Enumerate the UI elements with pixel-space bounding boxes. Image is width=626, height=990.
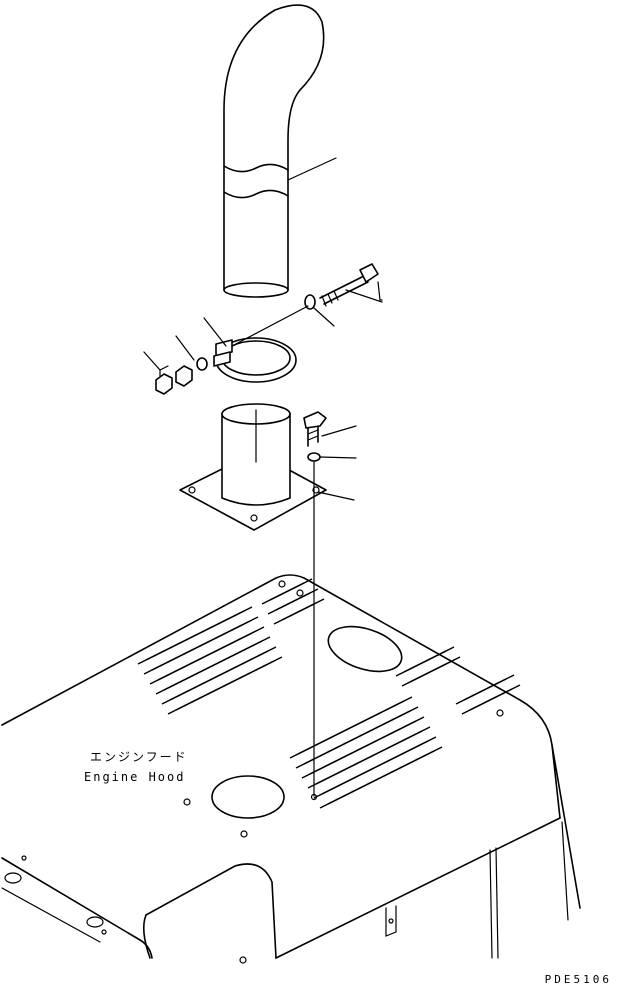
vent-slot bbox=[233, 606, 253, 617]
vent-slot bbox=[417, 736, 437, 747]
vent-slot bbox=[411, 726, 431, 737]
vent-slot bbox=[251, 636, 271, 647]
vent-slot bbox=[257, 646, 277, 657]
vent-slot bbox=[245, 626, 265, 637]
clamp bbox=[203, 305, 309, 383]
vent-slot bbox=[423, 746, 443, 757]
mount-bolt bbox=[303, 411, 357, 797]
bolt-washer bbox=[304, 294, 335, 327]
vent-slot bbox=[501, 684, 521, 695]
vent-slot bbox=[435, 646, 455, 657]
hood-label-en: Engine Hood bbox=[84, 770, 185, 784]
engine-hood bbox=[1, 574, 581, 964]
hood-vents bbox=[137, 578, 521, 809]
vent-slot bbox=[299, 588, 319, 599]
vent-slot bbox=[393, 696, 413, 707]
reference-code: PDE5106 bbox=[545, 973, 612, 986]
pipe-flange bbox=[179, 403, 355, 531]
exhaust-pipe bbox=[223, 4, 337, 298]
vent-slot bbox=[405, 716, 425, 727]
nut-set bbox=[143, 335, 208, 395]
vent-slot bbox=[263, 656, 283, 667]
hood-label-jp: エンジンフード bbox=[90, 750, 188, 764]
vent-slot bbox=[293, 578, 313, 589]
vent-slot bbox=[239, 616, 259, 627]
vent-slot bbox=[305, 598, 325, 609]
vent-slot bbox=[441, 656, 461, 667]
long-bolt bbox=[319, 263, 383, 307]
vent-slot bbox=[399, 706, 419, 717]
vent-slot bbox=[495, 674, 515, 685]
